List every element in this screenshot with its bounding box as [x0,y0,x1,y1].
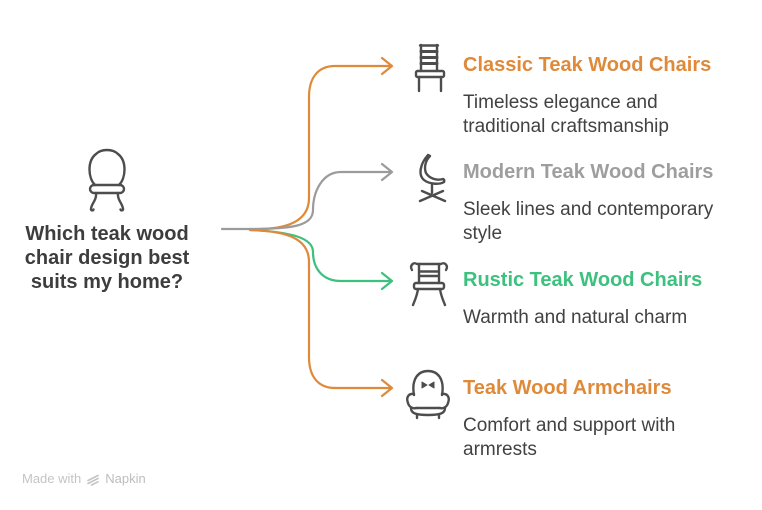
branch-desc-armchair: Comfort and support with armrests [463,415,676,460]
branch-desc-modern: Sleek lines and contemporary style [463,199,714,244]
napkin-logo-icon [87,474,100,486]
rustic-slat-chair-icon [409,262,449,307]
napkin-watermark: Made with Napkin [22,471,146,486]
branch-desc-rustic: Warmth and natural charm [463,307,688,328]
watermark-brand: Napkin [105,471,146,486]
connector-armchair [248,228,394,398]
root-question: Which teak wood chair design best suits … [24,223,190,293]
branch-desc-classic: Timeless elegance and traditional crafts… [463,92,669,137]
connector-classic [248,56,394,231]
branch-title-classic: Classic Teak Wood Chairs [463,54,712,76]
armchair-icon [406,369,450,420]
branch-title-armchair: Teak Wood Armchairs [463,377,672,399]
watermark-prefix: Made with [22,471,82,486]
connector-rustic [248,228,394,291]
modern-shell-chair-icon [418,153,447,203]
balloon-back-chair-icon [88,148,126,212]
branch-title-rustic: Rustic Teak Wood Chairs [463,269,703,291]
ladder-back-chair-icon [414,43,446,93]
branch-title-modern: Modern Teak Wood Chairs [463,161,714,183]
connector-modern [220,162,394,231]
